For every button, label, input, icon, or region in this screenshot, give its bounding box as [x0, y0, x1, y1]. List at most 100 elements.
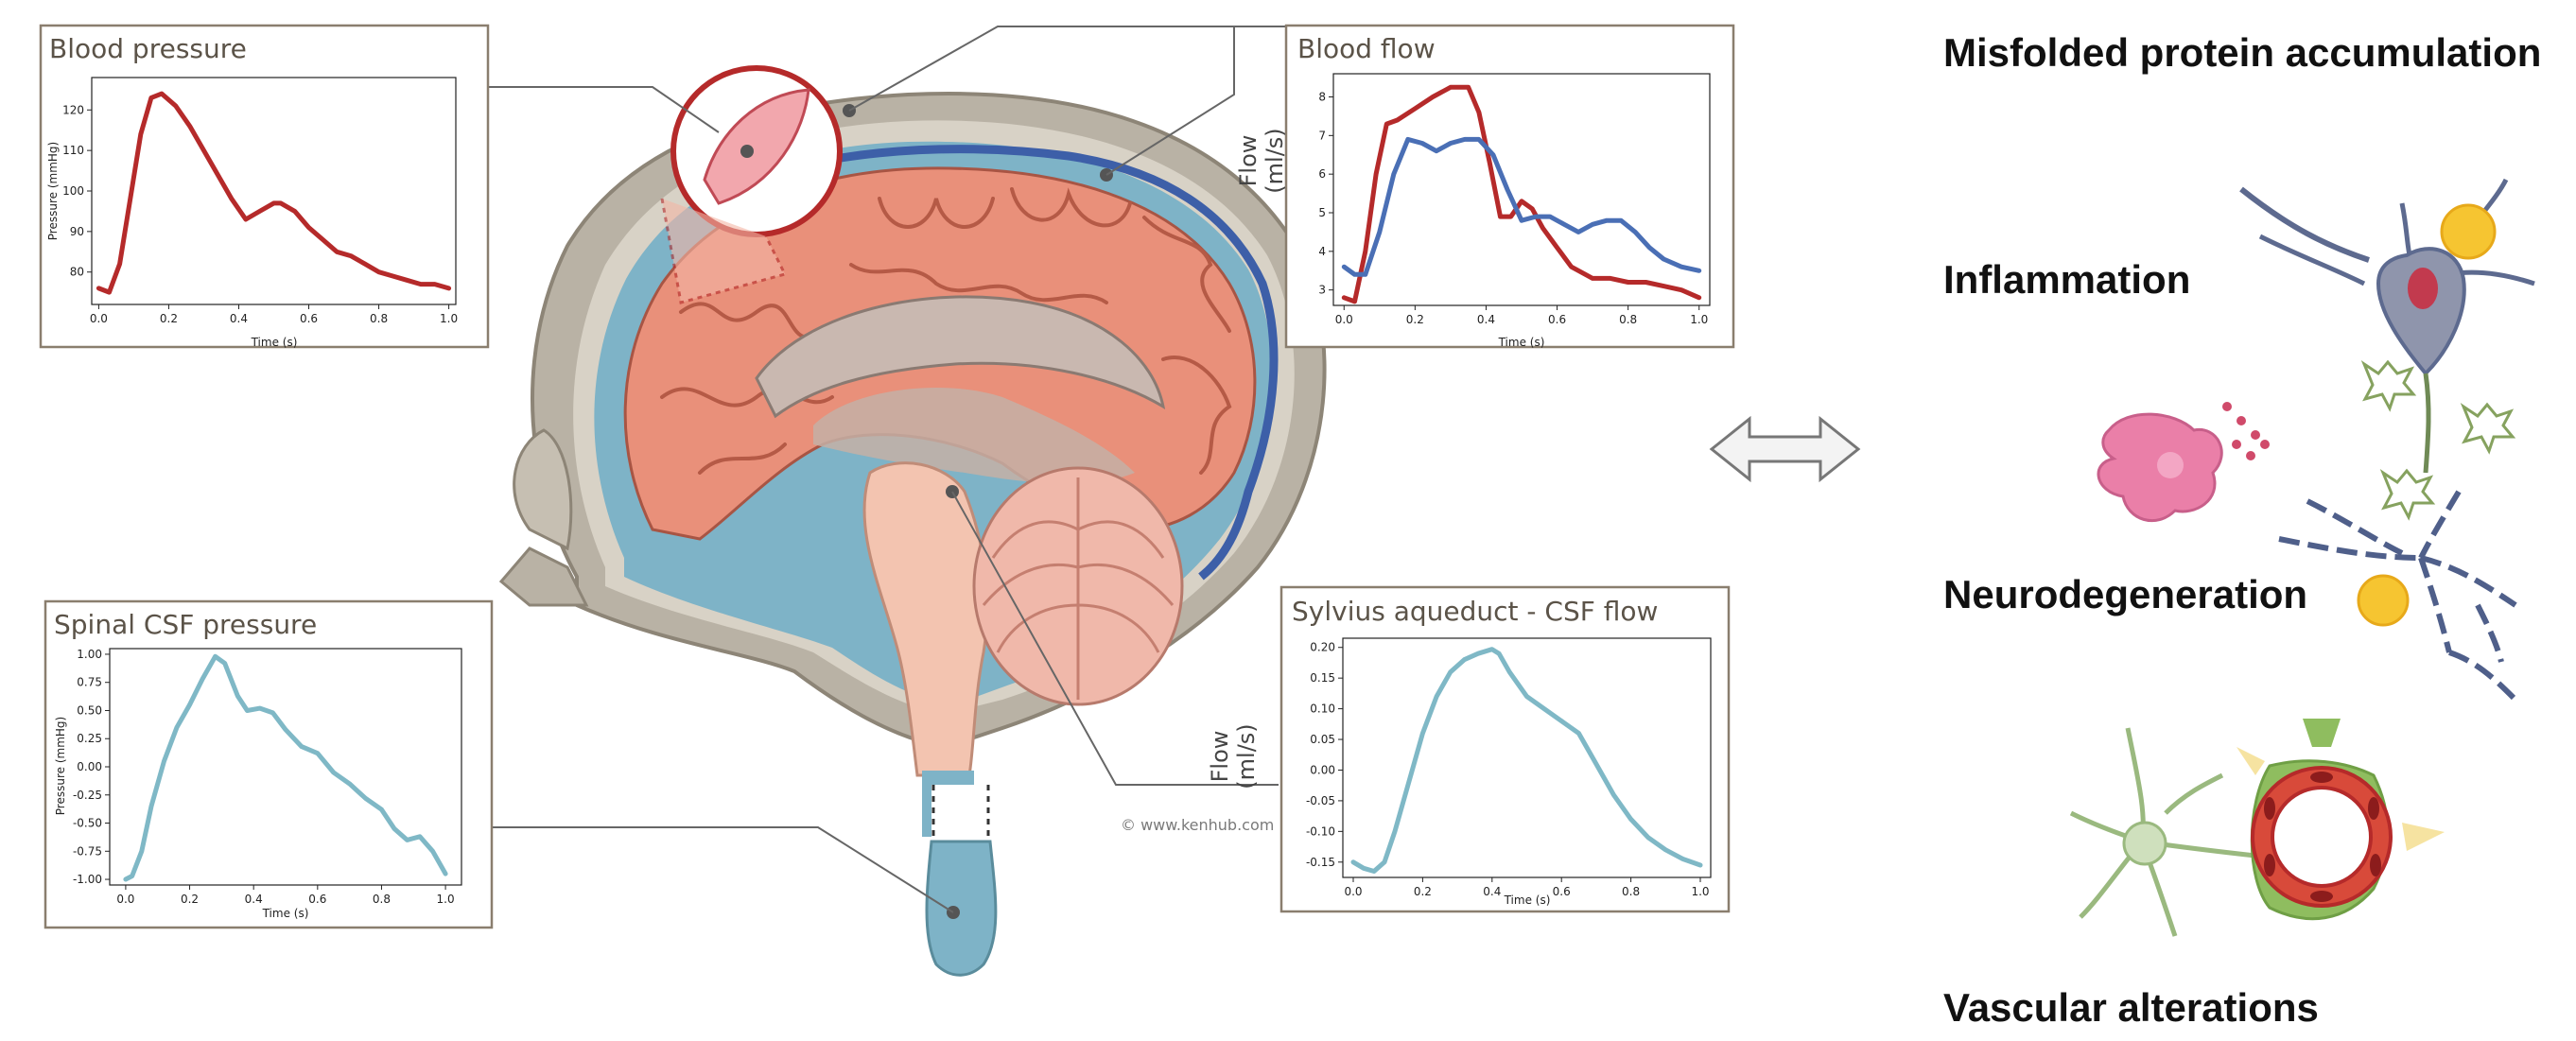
spinal-csf-chart: 0.0 0.2 0.4 0.6 0.8 1.0 1.00 0.75 0.50 0.25 0.00 -0… [73, 648, 455, 906]
x-axis-label: Time (s) [251, 336, 298, 349]
y-tick-label: 0.00 [1310, 763, 1335, 776]
series-line-0 [1350, 647, 1703, 874]
skull-base-tip [498, 547, 589, 607]
y-tick-label: 110 [62, 144, 84, 157]
y-axis-label-line2: (ml/s) [1262, 128, 1288, 193]
neuron-with-plaque-illustration [2239, 178, 2535, 474]
x-tick-label: 0.0 [1335, 313, 1353, 326]
y-axis-label-line1: Flow [1235, 135, 1262, 187]
y-tick-label: -0.25 [73, 789, 102, 802]
y-tick-label: 0.20 [1310, 641, 1335, 654]
y-tick-label: -1.00 [73, 873, 102, 886]
leader-lines [487, 26, 1286, 913]
x-tick-label: 0.8 [1622, 885, 1640, 898]
x-tick-label: 0.8 [370, 312, 388, 325]
y-axis-label-line2: (ml/s) [1233, 723, 1260, 789]
x-axis-label: Time (s) [262, 907, 309, 920]
blood-pressure-chart: 0.0 0.2 0.4 0.6 0.8 1.0 80 90 100 110 120 [62, 91, 458, 325]
y-axis-label-line1: Flow [1207, 731, 1233, 783]
spinal-csf-pressure-panel: Spinal CSF pressure 0.0 0.2 0.4 0.6 0.8 1.0 1.… [44, 599, 494, 929]
x-tick-label: 0.6 [1548, 313, 1566, 326]
y-tick-label: 4 [1318, 245, 1326, 258]
vessel-magnifier [670, 65, 843, 237]
magnified-region [660, 198, 788, 304]
x-tick-label: 0.6 [308, 893, 326, 906]
y-tick-label: 120 [62, 103, 84, 116]
chart-title: Sylvius aqueduct - CSF flow [1292, 596, 1658, 627]
y-tick-label: -0.75 [73, 844, 102, 858]
x-axis-label: Time (s) [1498, 336, 1545, 349]
x-tick-label: 0.0 [90, 312, 108, 325]
y-tick-label: 100 [62, 184, 84, 198]
y-tick-label: 3 [1318, 284, 1326, 297]
y-axis-label: Pressure (mmHg) [54, 717, 67, 815]
amyloid-plaque [2440, 203, 2497, 260]
x-tick-label: 0.6 [300, 312, 318, 325]
blood-flow-panel: Blood flow 0.0 0.2 0.4 0.6 0.8 1.0 3 4 5 6 7 8 Time… [1235, 24, 1735, 349]
x-tick-label: 1.0 [1691, 885, 1709, 898]
microglia-illustration [2360, 359, 2516, 521]
y-tick-label: 5 [1318, 206, 1326, 219]
series-line-0 [1341, 84, 1702, 304]
x-tick-label: 0.2 [1414, 885, 1432, 898]
y-tick-label: 0.00 [77, 760, 102, 773]
corpus-callosum [755, 295, 1166, 419]
effect-vascular-alterations: Vascular alterations [1943, 985, 2319, 1030]
x-tick-label: 1.0 [437, 893, 455, 906]
x-tick-label: 0.2 [181, 893, 199, 906]
y-tick-label: 7 [1318, 129, 1326, 142]
y-tick-label: 0.10 [1310, 703, 1335, 716]
x-tick-label: 0.4 [245, 893, 263, 906]
y-tick-label: 90 [70, 225, 84, 238]
skull-base-left [513, 428, 573, 551]
y-tick-label: 0.05 [1310, 733, 1335, 746]
brainstem [862, 461, 989, 777]
series-line-0 [96, 91, 452, 295]
series-line-0 [123, 653, 448, 882]
y-tick-label: 0.25 [77, 732, 102, 745]
x-tick-label: 1.0 [440, 312, 458, 325]
blood-flow-chart: 0.0 0.2 0.4 0.6 0.8 1.0 3 4 5 6 7 8 [1318, 84, 1708, 326]
plot-area [91, 77, 457, 305]
y-tick-label: 6 [1318, 167, 1326, 181]
venous-sinus [716, 145, 1279, 581]
activated-immune-cell [2097, 402, 2270, 523]
x-tick-label: 0.4 [230, 312, 248, 325]
y-tick-label: -0.50 [73, 817, 102, 830]
y-tick-label: 80 [70, 266, 84, 279]
x-tick-label: 0.2 [1406, 313, 1424, 326]
lumbar-csf-sac [925, 840, 998, 977]
plot-area [1332, 73, 1711, 306]
x-tick-label: 0.8 [1619, 313, 1637, 326]
y-tick-label: -0.05 [1306, 794, 1335, 807]
y-tick-label: 8 [1318, 91, 1326, 104]
y-tick-label: 0.75 [77, 676, 102, 689]
degenerating-neuron-illustration [2278, 490, 2518, 703]
cut-gap [931, 785, 990, 837]
y-tick-label: -0.15 [1306, 856, 1335, 869]
chart-title: Blood pressure [49, 33, 247, 64]
y-axis-label: Pressure (mmHg) [46, 142, 60, 240]
chart-title: Blood flow [1297, 33, 1436, 64]
y-tick-label: 1.00 [77, 648, 102, 661]
effect-neurodegeneration: Neurodegeneration [1943, 572, 2308, 616]
bidirectional-arrow-icon [1709, 415, 1861, 483]
x-tick-label: 1.0 [1690, 313, 1708, 326]
x-tick-label: 0.2 [160, 312, 178, 325]
chart-title: Spinal CSF pressure [54, 609, 317, 640]
blood-pressure-panel: Blood pressure 0.0 0.2 0.4 0.6 0.8 1.0 80 90 100… [39, 24, 490, 349]
x-tick-label: 0.0 [1344, 885, 1362, 898]
x-tick-label: 0.4 [1477, 313, 1495, 326]
y-tick-label: 0.15 [1310, 671, 1335, 685]
effect-misfolded-protein: Misfolded protein accumulation [1943, 30, 2542, 75]
y-tick-label: 0.50 [77, 703, 102, 717]
credit-text: © www.kenhub.com [1121, 816, 1274, 834]
y-tick-label: -0.10 [1306, 824, 1335, 838]
x-axis-label: Time (s) [1504, 894, 1551, 907]
cerebral-gyri [660, 187, 1232, 475]
x-tick-label: 0.8 [373, 893, 391, 906]
effect-inflammation: Inflammation [1943, 257, 2191, 302]
x-tick-label: 0.0 [116, 893, 134, 906]
